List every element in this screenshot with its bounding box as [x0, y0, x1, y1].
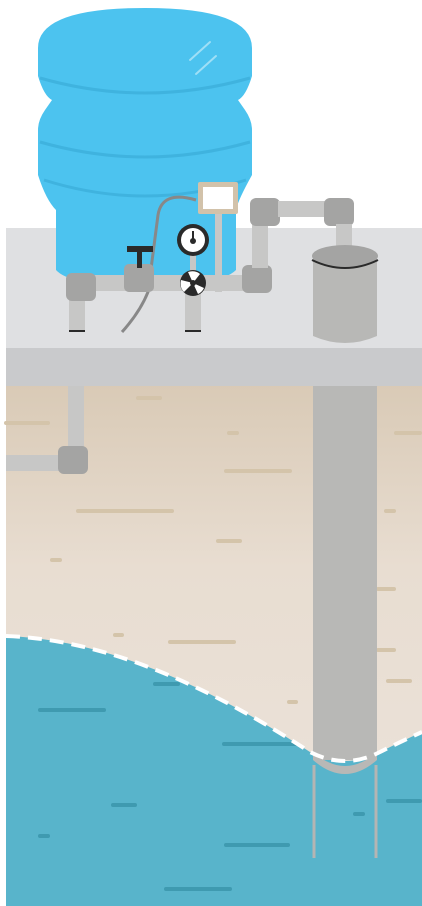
- inlet-leg-cap: [69, 330, 85, 332]
- pressure-gauge-icon: [177, 224, 209, 256]
- check-valve-icon: [180, 270, 206, 296]
- manifold-pipe: [80, 275, 250, 291]
- riser-pipe: [252, 222, 268, 268]
- casing-pipe: [313, 384, 377, 760]
- canister-body: [313, 256, 377, 343]
- overhead-pipe: [278, 201, 328, 217]
- supply-pipe-elbow: [58, 446, 88, 474]
- outlet-elbow: [242, 265, 272, 293]
- tee-leg-cap: [185, 330, 201, 332]
- inlet-elbow: [66, 273, 96, 301]
- filter-canister: [312, 245, 378, 343]
- riser-elbow: [250, 198, 280, 226]
- overhead-elbow: [324, 198, 354, 226]
- slab-front: [6, 348, 422, 386]
